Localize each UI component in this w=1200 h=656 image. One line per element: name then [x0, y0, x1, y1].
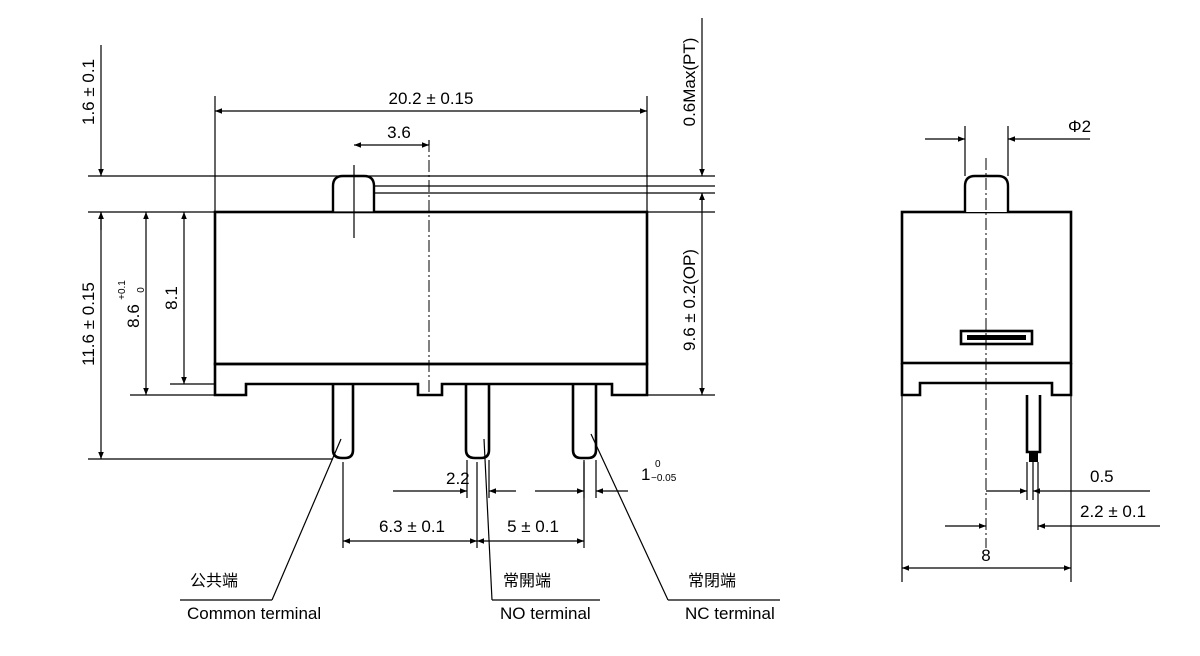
front-dimension-texts: 20.2 ± 0.15 3.6 1.6 ± 0.1 11.6 ± 0.15 8.… [79, 38, 699, 536]
dim-body-height: 8.6 [124, 304, 143, 328]
dim-length: 20.2 ± 0.15 [389, 89, 474, 108]
no-terminal-pin [464, 384, 491, 460]
common-terminal-pin [331, 384, 355, 460]
dim-terminal-width: 2.2 [446, 469, 470, 488]
dim-total-height: 11.6 ± 0.15 [79, 282, 98, 366]
dim-pitch1: 6.3 ± 0.1 [379, 517, 445, 536]
dim-body-height-tol-lower: 0 [136, 287, 147, 293]
nc-terminal-label-en: NC terminal [685, 604, 775, 623]
dim-terminal-thickness-tol-lower: −0.05 [651, 473, 677, 484]
no-terminal-label-en: NO terminal [500, 604, 591, 623]
dim-op: 9.6 ± 0.2(OP) [680, 249, 699, 351]
dim-plunger-offset: 3.6 [387, 123, 411, 142]
dim-pitch2: 5 ± 0.1 [507, 517, 559, 536]
side-extension-lines [901, 126, 1072, 582]
common-terminal-label-en: Common terminal [187, 604, 321, 623]
terminal-labels: 公共端 Common terminal 常開端 NO terminal 常閉端 … [180, 433, 780, 623]
dim-plunger-protrusion: 1.6 ± 0.1 [79, 59, 98, 125]
side-dimension-texts: Φ2 8 0.5 2.2 ± 0.1 [981, 117, 1146, 565]
nc-terminal-pin [571, 384, 598, 460]
side-terminal [1025, 395, 1042, 454]
common-terminal-label-jp: 公共端 [190, 571, 238, 590]
dim-body-inner: 8.1 [162, 286, 181, 310]
front-body [213, 210, 649, 366]
dim-side-terminal-offset: 2.2 ± 0.1 [1080, 502, 1146, 521]
dim-body-height-tol-upper: +0.1 [117, 280, 128, 300]
side-view [900, 158, 1073, 548]
nc-terminal-label-jp: 常閉端 [688, 571, 736, 590]
dim-terminal-thickness-tol-upper: 0 [655, 459, 661, 470]
dim-side-terminal-thickness: 0.5 [1090, 467, 1114, 486]
front-base [213, 362, 649, 397]
front-extension-lines [88, 96, 715, 548]
front-dimension-lines [98, 18, 705, 544]
dim-plunger-diameter: Φ2 [1068, 117, 1091, 136]
no-terminal-label-jp: 常開端 [503, 571, 551, 590]
dim-terminal-thickness: 1 [641, 465, 650, 484]
side-dimension-lines [902, 136, 1160, 571]
dim-pretravel: 0.6Max(PT) [680, 38, 699, 127]
front-view [213, 140, 649, 460]
dim-side-width: 8 [981, 546, 990, 565]
